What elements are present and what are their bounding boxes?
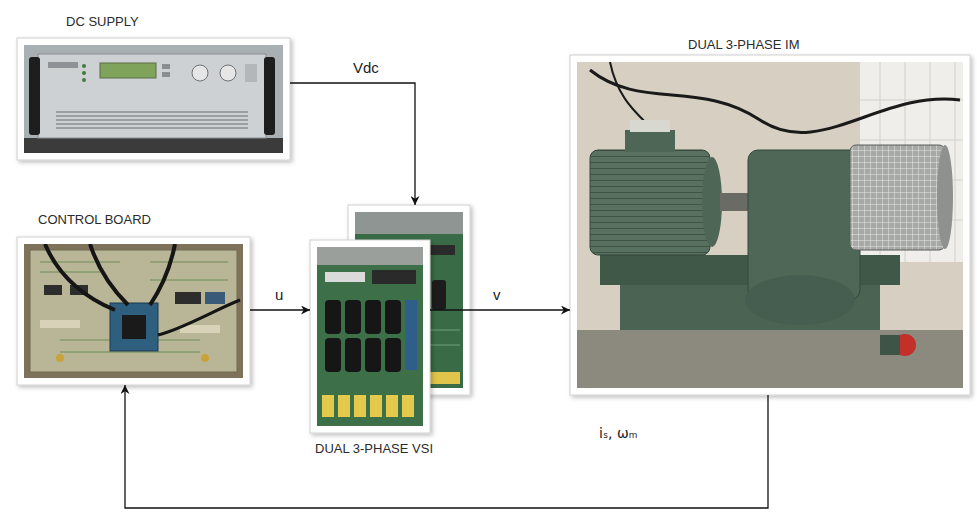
dc-supply-photo	[82, 71, 86, 75]
inverter-photo-front	[385, 300, 401, 334]
control-board-box: CONTROL BOARD	[17, 237, 250, 385]
motor-test-bench-photo	[702, 157, 722, 247]
inverter-photo-back	[432, 280, 446, 310]
motor-test-bench-photo	[590, 150, 710, 255]
inverter-box: DUAL 3-PHASE VSI	[310, 205, 470, 433]
inverter-photo-front	[402, 395, 414, 417]
dc-supply-photo	[24, 45, 283, 153]
dc-supply-photo	[82, 64, 86, 68]
dc-supply-box: DC SUPPLY	[17, 38, 290, 160]
inverter-photo-front	[354, 395, 366, 417]
motor-test-bench-photo	[937, 145, 953, 249]
inverter-photo-front	[345, 300, 361, 334]
inverter-photo-back	[355, 212, 463, 388]
box-heading: DC SUPPLY	[66, 14, 139, 29]
control-board-photo	[17, 237, 250, 385]
motor-test-bench-photo	[570, 55, 970, 395]
inverter-photo-front	[405, 300, 417, 370]
motor-test-bench-photo	[630, 120, 670, 132]
dc-supply-photo	[264, 57, 275, 135]
control-board-photo	[44, 285, 62, 295]
signal-arrow	[290, 83, 415, 205]
dc-supply-photo	[220, 65, 236, 81]
signal-arrow	[250, 309, 310, 310]
inverter-photo-front	[325, 300, 341, 334]
inverter-photo-front	[385, 338, 401, 372]
dc-supply-photo	[24, 138, 283, 153]
inverter-photo-front	[310, 240, 430, 433]
control-board-photo	[40, 262, 228, 352]
inverter-photo-front	[317, 247, 423, 265]
motor-test-bench-photo	[625, 130, 675, 152]
inverter-photo-front	[325, 272, 365, 282]
signal-arrow	[430, 309, 570, 310]
control-board-photo	[110, 303, 158, 351]
dc-supply-photo	[245, 64, 257, 82]
control-board-photo	[90, 244, 128, 305]
control-board-photo	[24, 244, 243, 378]
motor-test-bench-photo	[850, 145, 945, 250]
inverter-photo-front	[338, 395, 350, 417]
inverter-photo-front	[370, 395, 382, 417]
dc-supply-photo	[38, 54, 266, 138]
control-board-photo	[24, 244, 243, 378]
signal-label: Vdc	[352, 59, 380, 77]
motor-test-bench-photo	[577, 62, 963, 388]
motor-box: DUAL 3-PHASE IM	[570, 55, 970, 395]
inverter-photo-front	[386, 395, 398, 417]
signal-arrow	[125, 385, 768, 508]
inverter-photo-front	[365, 338, 381, 372]
box-heading: DUAL 3-PHASE IM	[688, 37, 800, 52]
motor-test-bench-photo	[590, 70, 960, 132]
motor-test-bench-photo	[577, 62, 963, 388]
dc-supply-photo	[17, 38, 290, 160]
dc-supply-photo	[82, 78, 86, 82]
box-heading: CONTROL BOARD	[38, 212, 151, 227]
motor-test-bench-photo	[577, 330, 963, 388]
dc-supply-photo	[56, 112, 248, 128]
inverter-photo-front	[372, 270, 416, 284]
inverter-photo-front	[365, 300, 381, 334]
inverter-photo-front	[317, 247, 423, 426]
control-board-photo	[158, 300, 240, 335]
control-board-photo	[122, 315, 146, 339]
control-board-photo	[150, 244, 175, 305]
dc-supply-photo	[162, 64, 170, 69]
control-board-photo	[40, 320, 80, 328]
control-board-photo	[175, 292, 201, 304]
dc-supply-photo	[192, 65, 208, 81]
dc-supply-photo	[24, 45, 283, 153]
inverter-photo-front	[322, 395, 334, 417]
motor-test-bench-photo	[880, 335, 900, 355]
control-board-photo	[56, 354, 64, 362]
inverter-photo-front	[317, 247, 423, 426]
dc-supply-photo	[17, 38, 290, 160]
motor-test-bench-photo	[745, 275, 855, 325]
inverter-photo-front	[310, 240, 430, 433]
dc-supply-photo	[48, 62, 78, 68]
dc-supply-photo	[100, 63, 156, 78]
inverter-photo-back	[355, 212, 463, 234]
inverter-photo-front	[325, 338, 341, 372]
control-board-photo	[17, 237, 250, 385]
control-board-photo	[205, 292, 225, 304]
motor-test-bench-photo	[720, 193, 750, 211]
signal-label: v	[492, 286, 502, 304]
inverter-photo-back	[355, 212, 463, 388]
dc-supply-photo	[29, 57, 40, 135]
box-heading: DUAL 3-PHASE VSI	[315, 441, 433, 456]
dc-supply-photo	[162, 72, 170, 77]
inverter-photo-front	[345, 338, 361, 372]
motor-test-bench-photo	[570, 55, 970, 395]
signal-label: iₛ, ωₘ	[598, 424, 638, 442]
signal-label: u	[274, 286, 284, 304]
control-board-photo	[201, 354, 209, 362]
